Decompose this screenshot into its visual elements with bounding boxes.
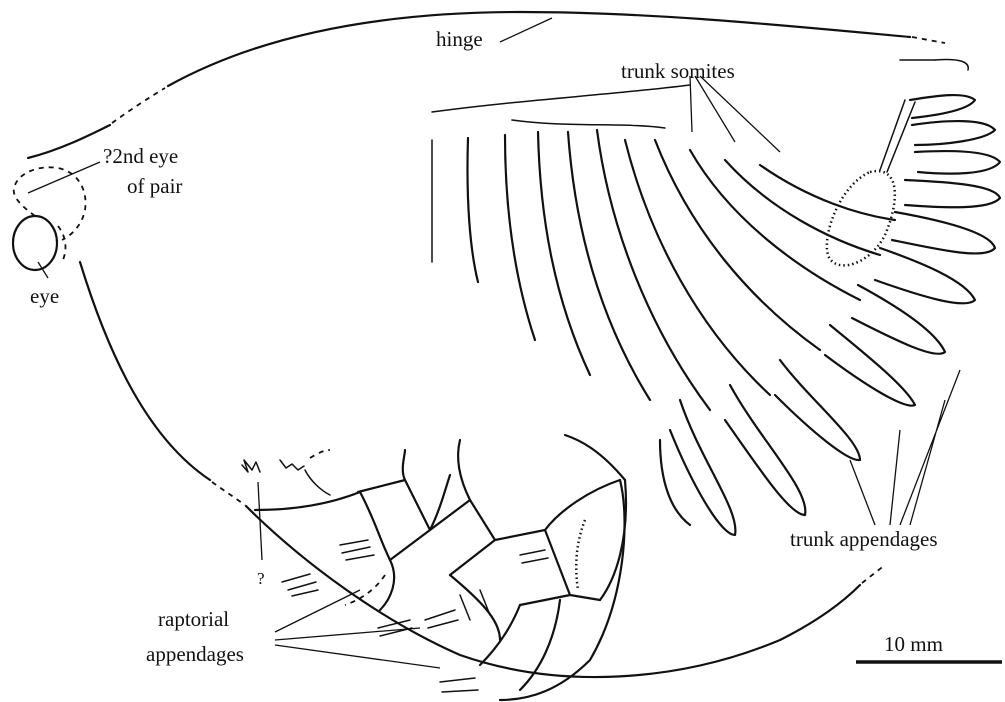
carapace-outline	[28, 12, 945, 677]
label-question: ?	[257, 569, 265, 588]
eye-region	[13, 167, 86, 270]
raptorial-appendages	[255, 435, 626, 700]
raptorial-spines	[242, 450, 548, 692]
label-second-eye-line1: ?2nd eye	[103, 144, 178, 168]
label-eye: eye	[30, 284, 59, 308]
eye-outline	[13, 216, 57, 270]
label-raptorial-line1: raptorial	[158, 607, 229, 631]
label-trunk-appendages: trunk appendages	[790, 527, 938, 551]
label-raptorial-line2: appendages	[146, 642, 244, 666]
label-second-eye-line2: of pair	[127, 174, 182, 198]
label-hinge: hinge	[436, 27, 483, 51]
label-scale: 10 mm	[884, 632, 943, 656]
leader-lines	[28, 18, 960, 668]
trunk-appendages	[660, 59, 1000, 535]
trunk-somites	[432, 85, 895, 410]
label-trunk-somites: trunk somites	[621, 59, 735, 83]
